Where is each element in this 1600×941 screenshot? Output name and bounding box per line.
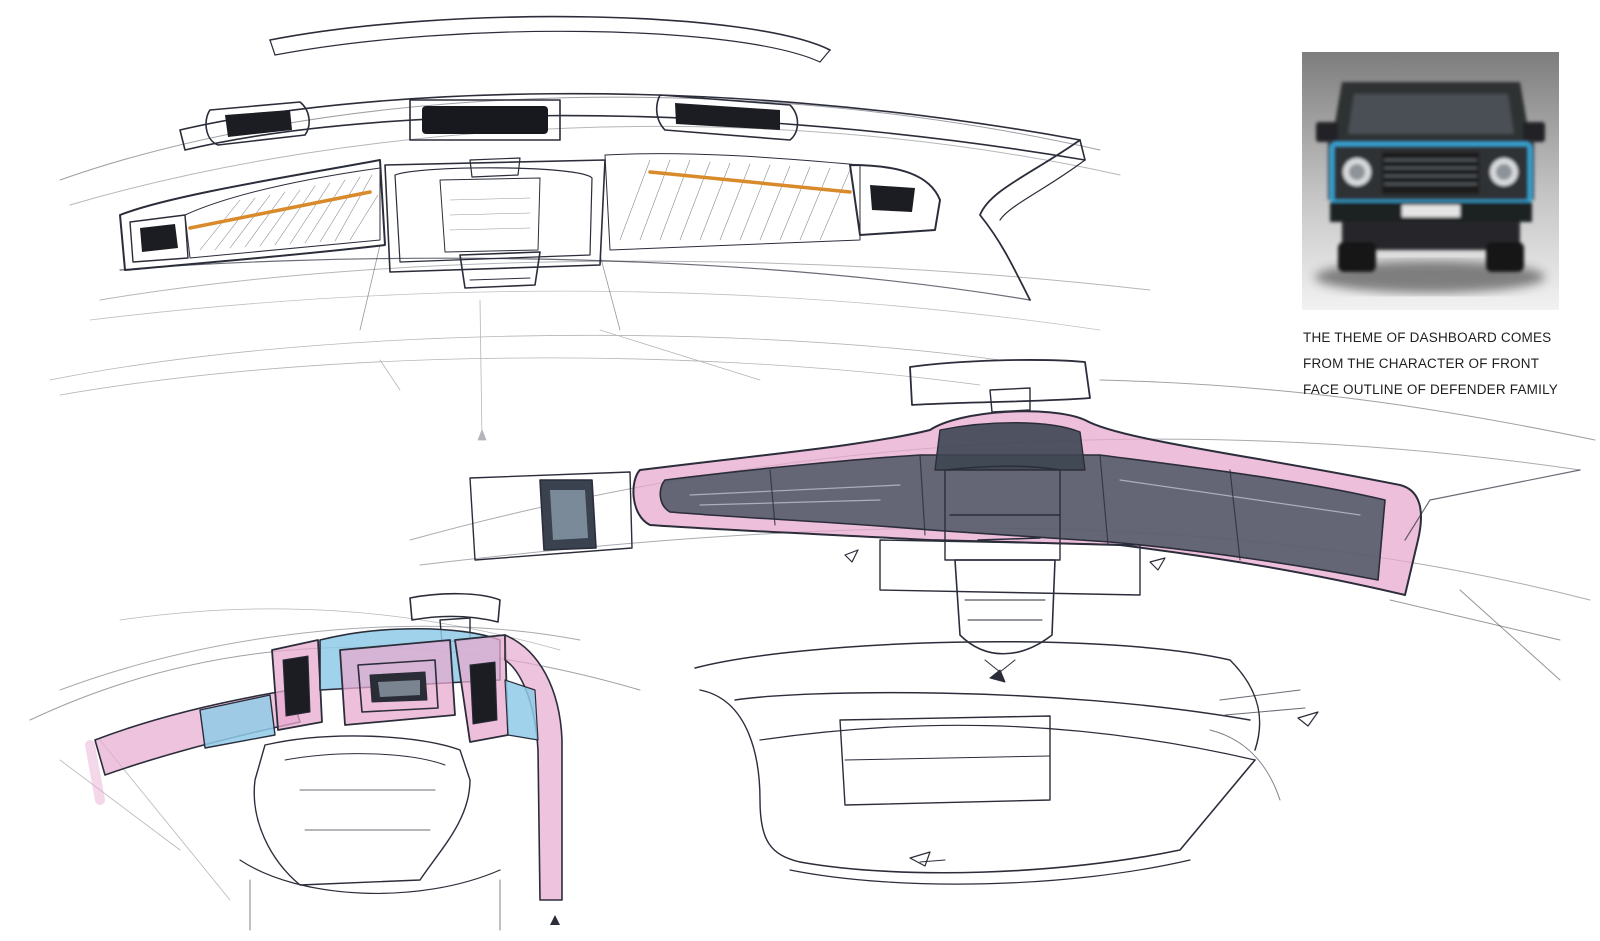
cockpit-sketch-bottom-left — [29, 592, 641, 931]
construction-lines-mid — [49, 299, 1001, 441]
caption-line: THE THEME OF DASHBOARD COMES — [1303, 330, 1552, 345]
dashboard-sketch-middle — [409, 359, 1596, 681]
caption-line: FACE OUTLINE OF DEFENDER FAMILY — [1303, 382, 1558, 397]
design-caption: THE THEME OF DASHBOARD COMES FROM THE CH… — [1303, 325, 1593, 403]
console-sketch-bottom-right — [694, 640, 1319, 885]
caption-line: FROM THE CHARACTER OF FRONT — [1303, 356, 1540, 371]
dashboard-sketch-top — [59, 15, 1151, 331]
defender-reference-photo — [1302, 52, 1559, 310]
